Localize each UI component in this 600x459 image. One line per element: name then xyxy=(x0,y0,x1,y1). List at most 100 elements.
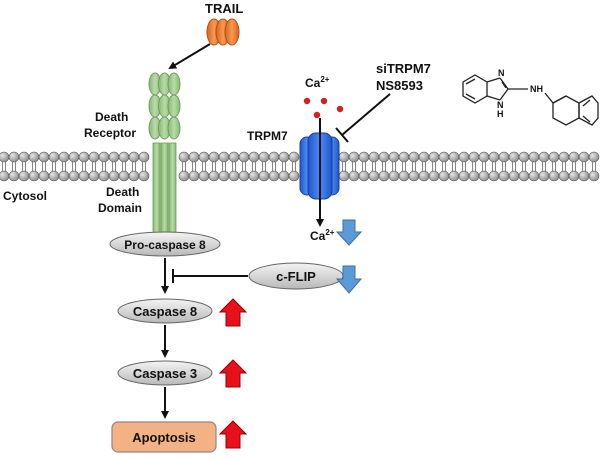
inhibition-bar xyxy=(335,127,349,143)
lipid-head xyxy=(478,151,490,163)
cell-membrane xyxy=(0,151,600,182)
lipid-head xyxy=(398,170,410,182)
nh-label: NH xyxy=(530,84,543,94)
lipid-head xyxy=(518,170,530,182)
lipid-head xyxy=(218,170,230,182)
lipid-head xyxy=(428,151,440,163)
lipid-head xyxy=(408,170,420,182)
lipid-head xyxy=(558,151,570,163)
lipid-head xyxy=(8,151,20,163)
lipid-head xyxy=(568,151,580,163)
lipid-head xyxy=(48,151,60,163)
lipid-head xyxy=(528,170,540,182)
lipid-head xyxy=(578,151,590,163)
lipid-head xyxy=(118,151,130,163)
lipid-head xyxy=(48,170,60,182)
lipid-head xyxy=(408,151,420,163)
cflip-node: c-FLIP xyxy=(248,262,344,290)
inhibitor-label-line2: NS8593 xyxy=(376,78,423,93)
lipid-head xyxy=(338,151,350,163)
lipid-head xyxy=(98,151,110,163)
lipid-head xyxy=(208,170,220,182)
trpm7-label: TRPM7 xyxy=(247,129,288,143)
lipid-head xyxy=(498,170,510,182)
caspase8-label: Caspase 8 xyxy=(133,304,197,319)
lipid-head xyxy=(278,151,290,163)
lipid-head xyxy=(508,170,520,182)
receptor-subunit xyxy=(167,94,181,118)
lipid-head xyxy=(478,170,490,182)
lipid-head xyxy=(268,151,280,163)
lipid-head xyxy=(578,170,590,182)
lipid-head xyxy=(568,170,580,182)
lipid-head xyxy=(288,170,300,182)
lipid-head xyxy=(348,151,360,163)
lipid-head xyxy=(508,151,520,163)
calcium-decrease-arrow-icon xyxy=(335,219,363,246)
lipid-head xyxy=(198,151,210,163)
lipid-head xyxy=(28,151,40,163)
calcium-bottom-label: Ca2+ xyxy=(310,228,335,243)
nitrogen-top-label: N xyxy=(498,68,505,78)
lipid-head xyxy=(218,151,230,163)
procaspase8-node: Pro-caspase 8 xyxy=(109,231,221,257)
lipid-head xyxy=(188,151,200,163)
lipid-head xyxy=(248,170,260,182)
receptor-subunit xyxy=(167,116,181,140)
trail-label: TRAIL xyxy=(205,1,243,16)
ns8593-structure-icon xyxy=(462,74,599,126)
lipid-head xyxy=(258,151,270,163)
lipid-head xyxy=(358,151,370,163)
lipid-head xyxy=(418,151,430,163)
caspase3-node: Caspase 3 xyxy=(117,360,213,386)
lipid-head xyxy=(468,170,480,182)
lipid-head xyxy=(128,151,140,163)
lipid-head xyxy=(528,151,540,163)
lipid-head xyxy=(278,170,290,182)
lipid-head xyxy=(498,151,510,163)
lipid-head xyxy=(228,151,240,163)
trail-binding-arrow xyxy=(168,43,211,70)
lipid-head xyxy=(258,170,270,182)
cytosol-label: Cytosol xyxy=(3,189,47,203)
lipid-head xyxy=(28,170,40,182)
lipid-head xyxy=(548,151,560,163)
caspase3-increase-arrow-icon xyxy=(218,359,248,388)
lipid-head xyxy=(458,151,470,163)
trail-ligand-icon xyxy=(206,18,240,46)
lipid-head xyxy=(338,170,350,182)
lipid-head xyxy=(368,151,380,163)
death-receptor-label-line1: Death xyxy=(95,110,128,124)
lipid-head xyxy=(448,170,460,182)
cflip-decrease-arrow-icon xyxy=(335,265,363,294)
lipid-head xyxy=(378,151,390,163)
lipid-head xyxy=(198,170,210,182)
lipid-head xyxy=(228,170,240,182)
lipid-head xyxy=(358,170,370,182)
lipid-head xyxy=(238,151,250,163)
caspase8-node: Caspase 8 xyxy=(117,298,213,324)
lipid-head xyxy=(18,170,30,182)
lipid-head xyxy=(188,170,200,182)
lipid-head xyxy=(78,170,90,182)
lipid-head xyxy=(78,151,90,163)
lipid-head xyxy=(388,151,400,163)
lipid-head xyxy=(588,151,600,163)
nitrogen-bottom-label: N xyxy=(497,100,504,110)
lipid-head xyxy=(108,151,120,163)
procaspase8-label: Pro-caspase 8 xyxy=(124,238,206,252)
calcium-top-label: Ca2+ xyxy=(305,75,330,90)
lipid-head xyxy=(0,170,10,182)
lipid-head xyxy=(38,170,50,182)
lipid-head xyxy=(108,170,120,182)
death-domain-label-line1: Death xyxy=(106,185,139,199)
lipid-head xyxy=(38,151,50,163)
lipid-head xyxy=(8,170,20,182)
lipid-head xyxy=(588,170,600,182)
lipid-head xyxy=(438,151,450,163)
inhibitor-label-line1: siTRPM7 xyxy=(376,61,431,76)
lipid-head xyxy=(428,170,440,182)
lipid-head xyxy=(348,170,360,182)
lipid-head xyxy=(238,170,250,182)
